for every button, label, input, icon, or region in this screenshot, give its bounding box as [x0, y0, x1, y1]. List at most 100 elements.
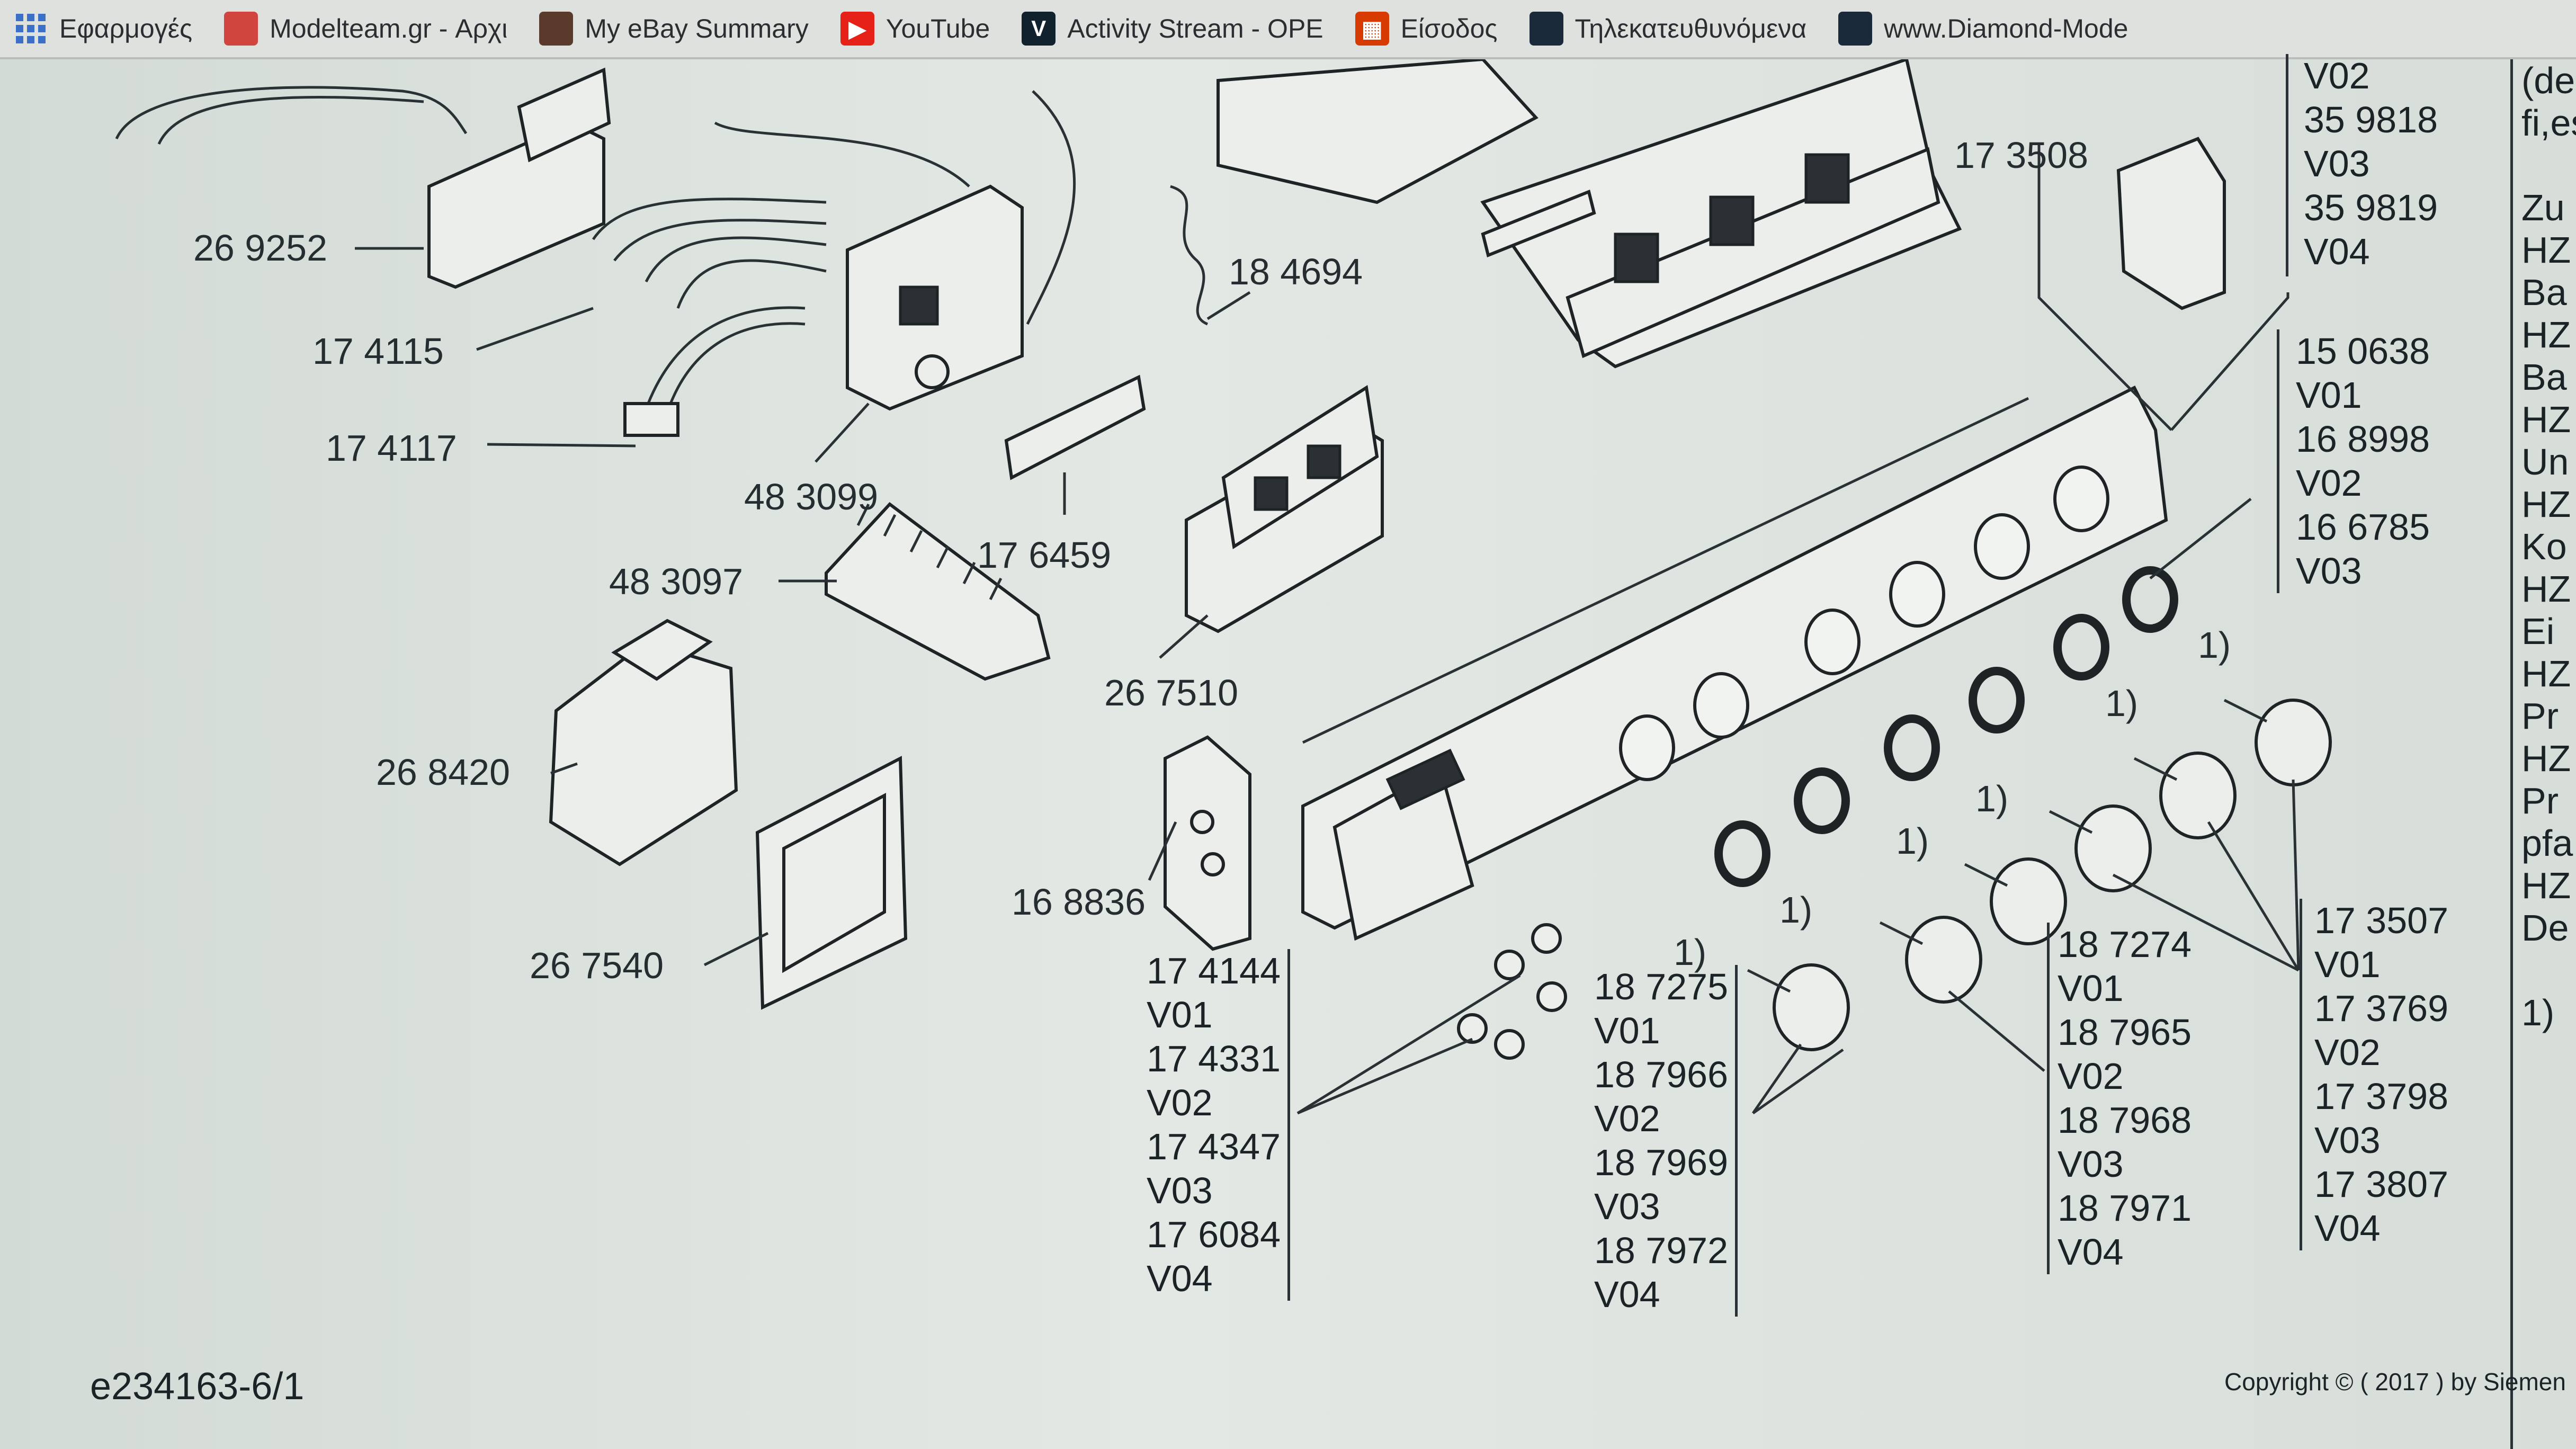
clipped-text-fragment: Pr — [2521, 695, 2559, 737]
bookmark-label: Modelteam.gr - Αρχι — [270, 14, 508, 43]
clipped-text-fragment: Ba — [2521, 356, 2567, 398]
clipped-text-fragment — [2521, 949, 2576, 991]
parts-diagram-page: 26 9252 17 4115 17 4117 48 3099 18 4694 … — [0, 54, 2576, 1449]
bookmark-5[interactable]: ▦ Είσοδος — [1341, 0, 1516, 57]
part-number-entry: V04 — [2058, 1231, 2124, 1273]
part-number-entry: V02 — [2058, 1056, 2124, 1097]
part-number-entry: 17 3507 — [2314, 900, 2449, 941]
part-number-entry: 18 7965 — [2058, 1012, 2192, 1053]
copyright-notice: Copyright © ( 2017 ) by Siemen — [2224, 1368, 2566, 1396]
part-173508-shape — [2116, 137, 2226, 310]
bookmark-apps[interactable]: Εφαρμογές — [0, 0, 210, 57]
part-number-entry: 17 4144 — [1147, 950, 1281, 991]
clipped-text-fragment: Ba — [2521, 272, 2567, 313]
part-176459-shape — [1004, 374, 1146, 480]
part-number-entry: 16 8998 — [2296, 418, 2430, 460]
bookmark-2[interactable]: My eBay Summary — [525, 0, 826, 57]
part-number-entry: 18 7966 — [1594, 1054, 1729, 1095]
bookmark-7[interactable]: www.Diamond-Mode — [1824, 0, 2146, 57]
small-screws — [1457, 923, 1567, 1060]
clipped-text-fragment: Zu — [2521, 187, 2565, 228]
clipped-text-fragment: HZ — [2521, 314, 2571, 355]
bookmark-label: Activity Stream - OPE — [1067, 14, 1323, 43]
clipped-text-fragment: HZ — [2521, 484, 2571, 525]
label-267510: 26 7510 — [1104, 672, 1238, 713]
part-number-entry: 18 7274 — [2058, 924, 2192, 965]
clipped-text-fragment: HZ — [2521, 568, 2571, 610]
label-174117: 17 4117 — [326, 427, 457, 469]
part-number-entry: V02 — [2304, 55, 2370, 96]
part-number-entry: 18 7275 — [1594, 966, 1729, 1007]
part-number-entry: V03 — [2296, 550, 2362, 592]
clipped-text-fragment — [2521, 144, 2576, 186]
clipped-text-fragment: Ko — [2521, 526, 2567, 567]
part-number-entry: V01 — [1594, 1010, 1660, 1051]
svg-text:1): 1) — [1896, 820, 1929, 862]
clipped-text-fragment: Ei — [2521, 611, 2555, 652]
bookmark-label: www.Diamond-Mode — [1884, 14, 2128, 43]
part-number-entry: 18 7971 — [2058, 1187, 2192, 1229]
apps-grid-icon — [14, 12, 48, 46]
part-number-entry: 18 7969 — [1594, 1142, 1729, 1183]
clipped-text-fragment: HZ — [2521, 865, 2571, 906]
part-number-entry: V02 — [2296, 462, 2362, 504]
svg-text:1): 1) — [1674, 932, 1706, 973]
bookmark-label: YouTube — [885, 14, 990, 43]
part-number-entry: 18 7968 — [2058, 1099, 2192, 1141]
bookmark-6[interactable]: Τηλεκατευθυνόμενα — [1516, 0, 1825, 57]
label-176459: 17 6459 — [977, 534, 1111, 576]
label-483097: 48 3097 — [609, 561, 743, 602]
part-number-entry: V02 — [2314, 1032, 2381, 1073]
bookmark-1[interactable]: Modelteam.gr - Αρχι — [210, 0, 525, 57]
part-number-entry: V03 — [1147, 1170, 1213, 1211]
part-268420-shape — [549, 640, 738, 866]
part-number-entry: 15 0638 — [2296, 330, 2430, 372]
part-number-entry: V01 — [2058, 968, 2124, 1009]
part-number-entry: 17 3769 — [2314, 988, 2449, 1029]
part-269252-shape — [427, 121, 605, 289]
part-number-entry: 16 6785 — [2296, 506, 2430, 548]
bookmark-label: Είσοδος — [1400, 14, 1498, 43]
drawing-reference: e234163-6/1 — [90, 1365, 305, 1408]
label-267540: 26 7540 — [530, 945, 664, 986]
part-number-entry: V03 — [2314, 1120, 2381, 1161]
clipped-text-fragment: HZ — [2521, 738, 2571, 779]
part-number-entry: V03 — [1594, 1186, 1660, 1227]
modelteam-icon — [224, 12, 258, 46]
clipped-text-fragment: (de — [2521, 60, 2575, 101]
svg-text:1): 1) — [2198, 624, 2231, 666]
knob-rings — [1714, 566, 2178, 887]
part-number-entry: V01 — [2296, 374, 2362, 416]
bookmark-label: Τηλεκατευθυνόμενα — [1575, 14, 1807, 43]
exploded-parts-diagram: 26 9252 17 4115 17 4117 48 3099 18 4694 … — [115, 59, 2332, 1115]
bookmark-3[interactable]: ▶YouTube — [827, 0, 1008, 57]
label-184694: 18 4694 — [1229, 251, 1363, 292]
part-number-entry: 18 7972 — [1594, 1230, 1729, 1271]
label-268420: 26 8420 — [376, 752, 510, 793]
part-number-entry: V01 — [2314, 944, 2381, 985]
part-number-entry: 35 9819 — [2304, 187, 2438, 228]
dark-square-icon — [1529, 12, 1563, 46]
part-number-entry: 17 4331 — [1147, 1038, 1281, 1079]
part-483097-shape — [825, 502, 1051, 681]
label-168836: 16 8836 — [1012, 881, 1146, 923]
clipped-text-fragment: 1) — [2521, 992, 2555, 1033]
clipped-text-fragment: fi,es — [2521, 102, 2576, 144]
bookmark-label: Εφαρμογές — [59, 14, 193, 43]
part-number-entry: V04 — [1594, 1274, 1660, 1315]
windows-flag-icon: ▦ — [1355, 12, 1389, 46]
part-number-entry: V04 — [2314, 1208, 2381, 1249]
footnote-markers: 1) 1) 1) 1) 1) 1) — [1674, 624, 2231, 973]
label-483099: 48 3099 — [744, 476, 878, 517]
diamond-mode-icon — [1838, 12, 1873, 46]
part-number-entry: 35 9818 — [2304, 99, 2438, 140]
panel-knob-holes — [1619, 466, 2109, 781]
part-number-entry: 17 6084 — [1147, 1214, 1281, 1255]
ebay-bag-icon — [539, 12, 574, 46]
svg-text:1): 1) — [1779, 889, 1812, 931]
